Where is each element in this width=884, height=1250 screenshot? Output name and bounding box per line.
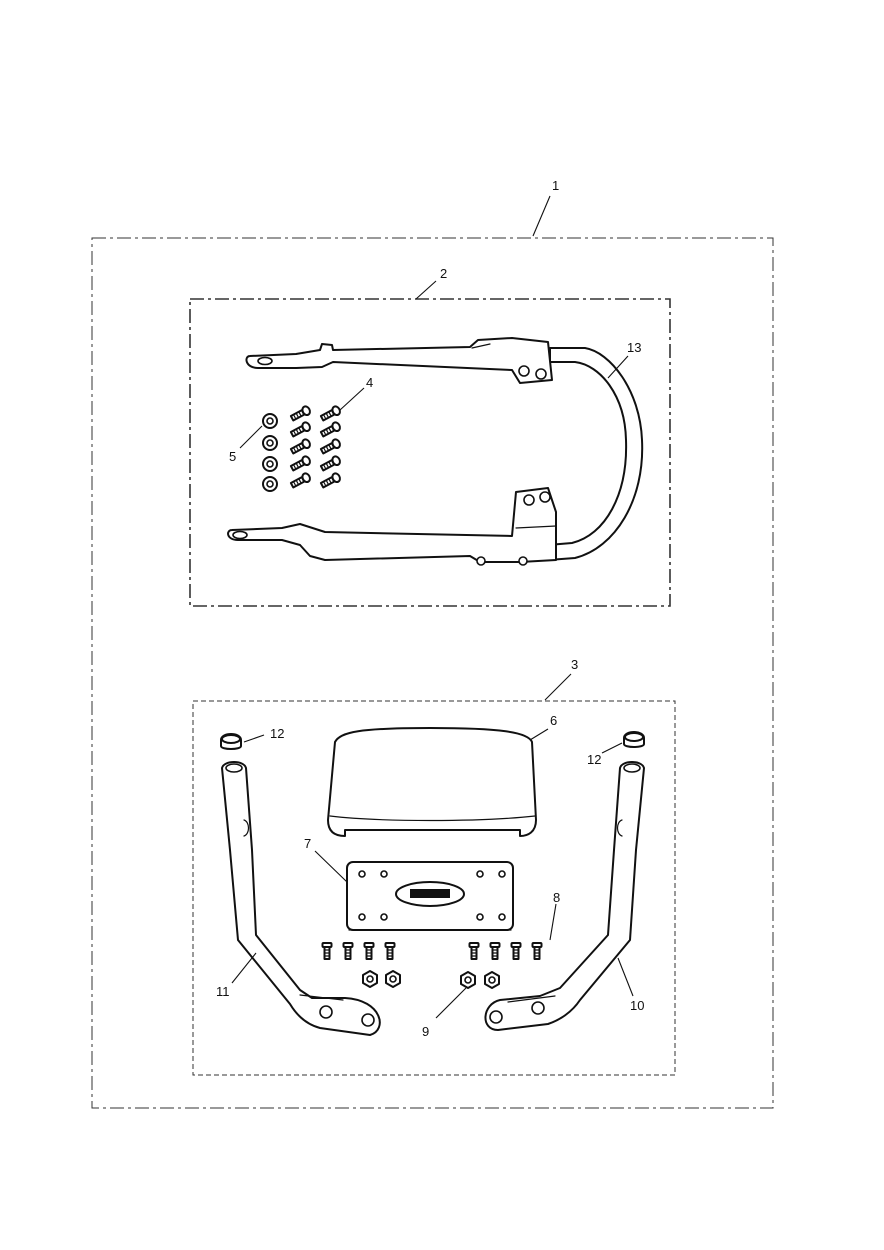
washers	[262, 413, 278, 492]
backplate	[346, 861, 514, 931]
callout-7: 7	[304, 836, 311, 851]
rack-kit-box	[189, 298, 671, 607]
bolt	[342, 942, 354, 960]
bolt	[289, 455, 311, 472]
bolt	[363, 942, 375, 960]
callout-12-right: 12	[587, 752, 601, 767]
callout-1: 1	[552, 178, 559, 193]
bolt	[289, 421, 311, 438]
nuts	[362, 970, 500, 989]
callout-8: 8	[553, 890, 560, 905]
bolt	[319, 421, 341, 438]
kit-outer-box	[91, 237, 774, 1109]
end-caps	[220, 731, 645, 750]
left-upright	[221, 761, 381, 1036]
bolt	[289, 472, 311, 489]
callout-3: 3	[571, 657, 578, 672]
bolt	[319, 405, 341, 422]
rack-frame	[227, 337, 644, 566]
right-upright	[484, 761, 645, 1031]
leader-lines	[231, 195, 634, 1019]
callout-13: 13	[627, 340, 641, 355]
callout-11: 11	[216, 984, 230, 999]
bolt	[489, 942, 501, 960]
backrest-bolts	[321, 942, 543, 960]
bolt	[319, 455, 341, 472]
bolt	[319, 472, 341, 489]
callout-4: 4	[366, 375, 373, 390]
callout-6: 6	[550, 713, 557, 728]
callout-labels: 1 2 3 4 5 6 7 8 9 10 11 12 12 13	[216, 178, 644, 1039]
bolt	[319, 438, 341, 455]
callout-10: 10	[630, 998, 644, 1013]
bolt	[321, 942, 333, 960]
callout-2: 2	[440, 266, 447, 281]
callout-9: 9	[422, 1024, 429, 1039]
backrest-kit-box	[192, 700, 676, 1076]
bolt	[468, 942, 480, 960]
callout-12-left: 12	[270, 726, 284, 741]
bolt	[289, 405, 311, 422]
bolt	[289, 438, 311, 455]
bolt	[384, 942, 396, 960]
bolt	[510, 942, 522, 960]
backrest-pad	[327, 727, 537, 837]
rack-bolts	[289, 405, 341, 489]
bolt	[531, 942, 543, 960]
callout-5: 5	[229, 449, 236, 464]
